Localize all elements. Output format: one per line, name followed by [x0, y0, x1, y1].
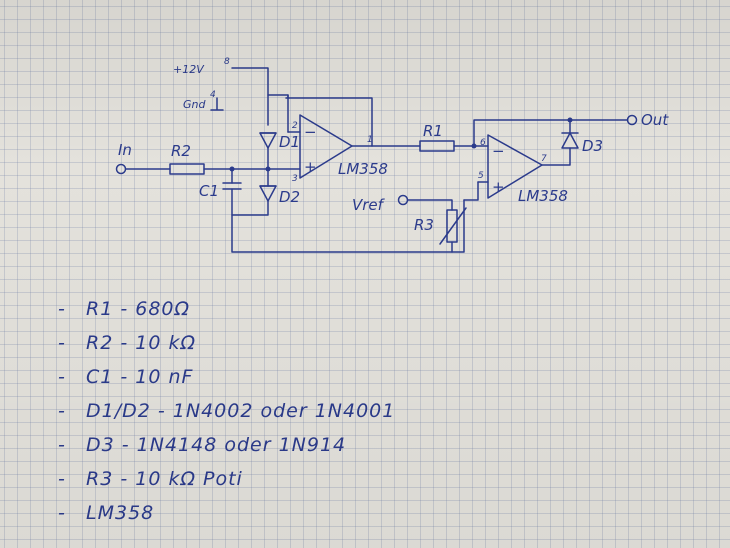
supply-pin-label: 8: [224, 57, 230, 67]
r3-wiper-wire: [463, 181, 479, 201]
opamp1-pin3: 3: [292, 174, 298, 184]
output-terminal: [626, 114, 638, 126]
parts-list-item: -D3 - 1N4148 oder 1N914: [58, 428, 395, 462]
supply-label: +12V: [173, 63, 205, 76]
opamp2-pin7: 7: [541, 154, 547, 164]
bullet-dash: -: [58, 400, 66, 422]
r2-label: R2: [171, 142, 191, 160]
junction-dot: [265, 166, 271, 172]
vref-terminal: [397, 194, 409, 206]
opamp2-feedback: [471, 117, 628, 166]
opamp2-pin5: 5: [478, 171, 484, 181]
opamp1-triangle: [285, 94, 373, 179]
d1-label: D1: [279, 133, 300, 151]
opamp1-pin2: 2: [292, 121, 298, 131]
r1-resistor: [419, 140, 455, 152]
d2-label: D2: [279, 188, 300, 206]
parts-list-item: -LM358: [58, 496, 395, 530]
vref-wire: [407, 199, 453, 211]
bullet-dash: -: [58, 298, 66, 320]
d3-label: D3: [582, 137, 603, 155]
bullet-dash: -: [58, 468, 66, 490]
bullet-dash: -: [58, 366, 66, 388]
r1-label: R1: [423, 122, 443, 140]
opamp1-plus: +: [304, 158, 317, 176]
part-text: R1 - 680Ω: [86, 298, 191, 320]
parts-list-item: -R3 - 10 kΩ Poti: [58, 462, 395, 496]
c1-capacitor: [222, 168, 465, 253]
bullet-dash: -: [58, 332, 66, 354]
r3-label: R3: [414, 216, 434, 234]
part-text: R3 - 10 kΩ Poti: [86, 468, 243, 490]
parts-list-item: -D1/D2 - 1N4002 oder 1N4001: [58, 394, 395, 428]
supply-wire: [231, 67, 289, 133]
input-label: In: [118, 141, 132, 159]
opamp2-plus: +: [492, 178, 505, 196]
part-text: R2 - 10 kΩ: [86, 332, 196, 354]
bullet-dash: -: [58, 434, 66, 456]
vref-label: Vref: [352, 196, 386, 214]
opamp2-label: LM358: [518, 187, 568, 205]
opamp2-triangle: [477, 134, 543, 199]
part-text: D3 - 1N4148 oder 1N914: [86, 434, 347, 456]
parts-list-item: -R1 - 680Ω: [58, 292, 395, 326]
opamp1-label: LM358: [338, 160, 388, 178]
opamp2-minus: −: [492, 142, 505, 160]
ground-symbol: [210, 97, 224, 111]
d2-diode: [231, 169, 277, 216]
r3-wiper-arrow: [439, 207, 467, 245]
opamp2-pin6: 6: [480, 138, 486, 148]
parts-list-item: -C1 - 10 nF: [58, 360, 395, 394]
parts-list: -R1 - 680Ω -R2 - 10 kΩ -C1 - 10 nF -D1/D…: [58, 292, 395, 530]
r2-resistor: [169, 163, 205, 175]
input-terminal: [115, 163, 127, 175]
c1-label: C1: [199, 182, 219, 200]
r3-potentiometer: [446, 209, 458, 243]
ground-pin-label: 4: [210, 90, 216, 100]
part-text: C1 - 10 nF: [86, 366, 194, 388]
ground-label: Gnd: [183, 98, 206, 111]
opamp1-pin1: 1: [367, 135, 373, 145]
d1-diode: [259, 132, 277, 171]
part-text: D1/D2 - 1N4002 oder 1N4001: [86, 400, 396, 422]
opamp1-minus: −: [304, 123, 317, 141]
parts-list-item: -R2 - 10 kΩ: [58, 326, 395, 360]
bullet-dash: -: [58, 502, 66, 524]
part-text: LM358: [86, 502, 155, 524]
output-label: Out: [641, 111, 669, 129]
